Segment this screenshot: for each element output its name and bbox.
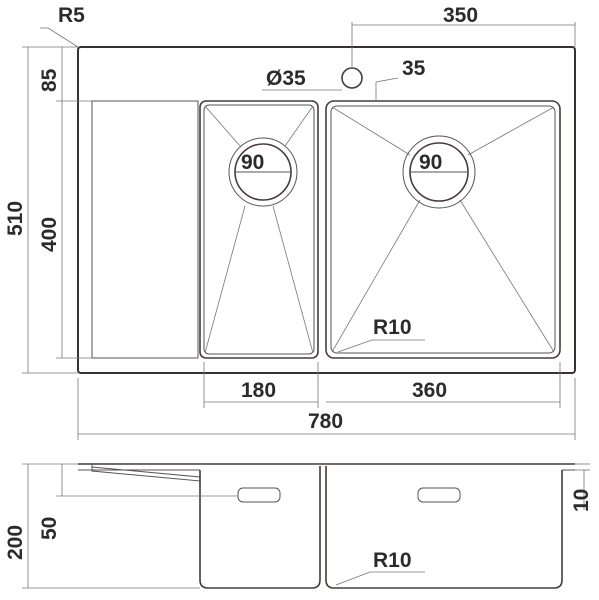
small-drain-label: 90 bbox=[241, 151, 264, 174]
small-drain-outer bbox=[228, 137, 298, 207]
side-dimension-lines bbox=[22, 463, 590, 589]
bowl-radius-label: R10 bbox=[373, 316, 412, 339]
overflow-height-label: 50 bbox=[38, 517, 61, 540]
top-view: R5 350 Ø35 35 90 90 R10 180 360 780 85 5… bbox=[4, 4, 576, 440]
total-width-label: 780 bbox=[308, 410, 343, 433]
bowl-depth-label: 400 bbox=[38, 217, 61, 252]
large-overflow-slot bbox=[417, 487, 461, 503]
large-bowl-section bbox=[325, 466, 563, 589]
total-depth-label: 510 bbox=[4, 201, 27, 236]
large-drain-outer bbox=[402, 135, 476, 209]
small-bowl-section bbox=[199, 466, 321, 589]
small-bowl-width-label: 180 bbox=[241, 379, 276, 402]
tap-hole bbox=[341, 67, 363, 89]
large-drain-label: 90 bbox=[419, 151, 442, 174]
small-overflow-slot bbox=[237, 487, 281, 503]
tap-gap-label: 35 bbox=[402, 57, 426, 80]
total-height-label: 200 bbox=[4, 525, 27, 560]
tap-hole-label: Ø35 bbox=[266, 67, 306, 90]
side-view: 200 50 10 R10 bbox=[4, 463, 593, 589]
tap-offset-label: 350 bbox=[443, 4, 478, 27]
large-bowl bbox=[325, 100, 561, 359]
bottom-radius-label: R10 bbox=[373, 549, 412, 572]
rim-thickness-label: 10 bbox=[570, 489, 593, 512]
large-bowl-width-label: 360 bbox=[412, 379, 447, 402]
drainboard-slope bbox=[91, 466, 201, 482]
small-bowl bbox=[199, 100, 319, 359]
top-dimension-lines bbox=[22, 22, 576, 440]
corner-radius-label: R5 bbox=[58, 4, 85, 27]
drainboard-outline bbox=[91, 100, 199, 359]
sink-outer-outline bbox=[77, 46, 576, 374]
top-margin-label: 85 bbox=[38, 68, 61, 92]
